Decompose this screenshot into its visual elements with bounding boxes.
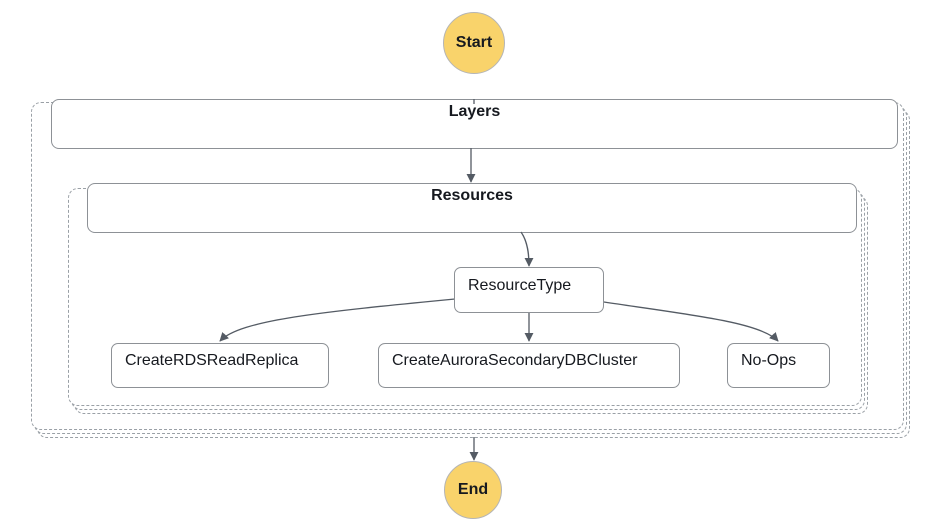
create-rds-read-replica-state[interactable]: CreateRDSReadReplica xyxy=(111,343,329,388)
end-node[interactable]: End xyxy=(444,461,502,519)
resource-type-label: ResourceType xyxy=(468,277,572,294)
create-aurora-secondary-db-cluster-label: CreateAuroraSecondaryDBCluster xyxy=(392,352,638,369)
create-rds-read-replica-label: CreateRDSReadReplica xyxy=(125,352,299,369)
layers-map-label: Layers xyxy=(448,103,501,120)
resources-map-label: Resources xyxy=(431,187,513,204)
end-label: End xyxy=(457,481,489,498)
start-label: Start xyxy=(455,34,493,51)
resource-type-choice-state[interactable]: ResourceType xyxy=(454,267,604,313)
resources-map-state[interactable]: Resources xyxy=(87,183,857,233)
edge-resource-type-to-create-rds-read-replica xyxy=(219,298,456,342)
start-node[interactable]: Start xyxy=(443,12,505,74)
edge-resources-to-resource-type xyxy=(520,231,534,267)
no-ops-label: No-Ops xyxy=(741,352,797,369)
layers-map-state[interactable]: Layers xyxy=(51,99,898,149)
edge-resource-type-to-no-ops xyxy=(603,301,779,342)
create-aurora-secondary-db-cluster-state[interactable]: CreateAuroraSecondaryDBCluster xyxy=(378,343,680,388)
no-ops-state[interactable]: No-Ops xyxy=(727,343,830,388)
